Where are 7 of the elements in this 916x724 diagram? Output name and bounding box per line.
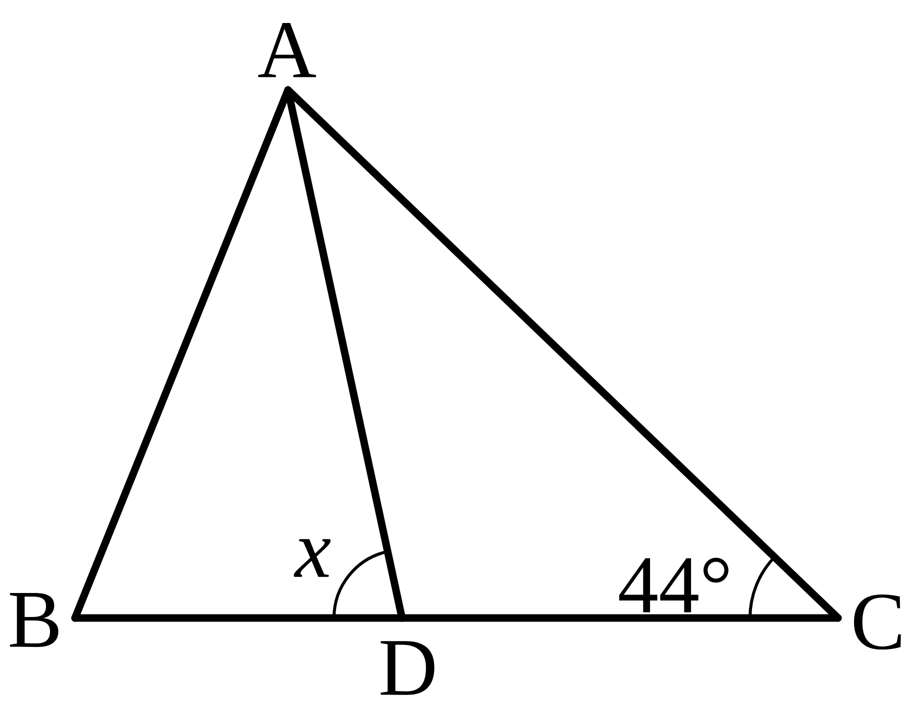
- point-label: C: [854, 594, 901, 650]
- angle-label: x: [294, 539, 331, 577]
- point-label: A: [258, 22, 316, 78]
- point-label: D: [380, 641, 434, 695]
- point-label: B: [10, 593, 58, 647]
- angle-label: 44°: [619, 558, 728, 612]
- line-segment: [398, 614, 842, 622]
